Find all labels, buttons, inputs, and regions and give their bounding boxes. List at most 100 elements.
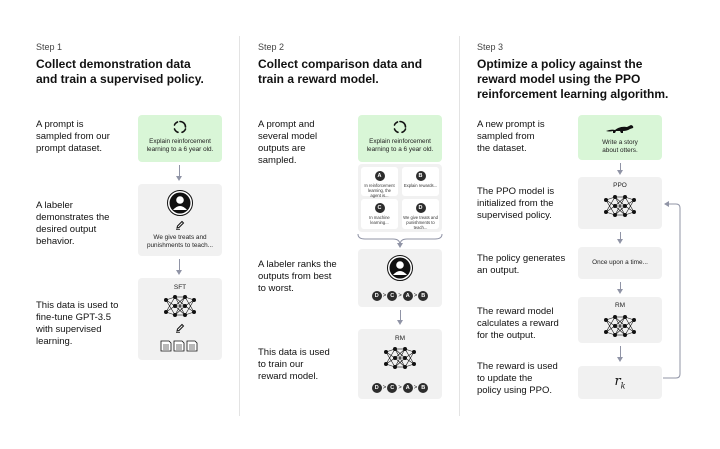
output-line: In reinforcement (364, 183, 395, 188)
step1-prompt-card: Explain reinforcement learning to a 6 ye… (138, 115, 222, 162)
rm-label: RM (614, 302, 626, 309)
step3-desc-output: The policy generates an output. (477, 253, 565, 277)
desc-line: with supervised (36, 324, 102, 335)
gt-sign: > (398, 292, 402, 299)
gt-sign: > (382, 384, 387, 391)
reward-value: rk (578, 374, 662, 391)
desc-line: outputs are (258, 143, 306, 154)
rank-chip: A (402, 290, 413, 301)
prompt-line: Explain reinforcement (369, 138, 431, 145)
output-line: learning... (370, 220, 389, 225)
arrow-line (620, 232, 621, 240)
step3-desc-ppo: The PPO model is initialized from the su… (477, 186, 554, 222)
rank-chip: D (371, 290, 382, 301)
document-icon (160, 340, 198, 352)
desc-line: The PPO model is (477, 186, 555, 197)
arrow-line (179, 259, 180, 271)
step3-desc-reward: The reward model calculates a reward for… (477, 306, 559, 342)
step3-output-card: Once upon a time... (578, 247, 662, 279)
desc-line: to update the (477, 373, 533, 384)
step2-desc-train: This data is used to train our reward mo… (258, 347, 330, 383)
arrow-head (617, 239, 623, 244)
step1-title-line: Collect demonstration data (36, 57, 191, 71)
neural-network-icon (604, 195, 636, 217)
pencil-icon (176, 323, 185, 333)
step2-outputs-card: A In reinforcement learning, the agent i… (358, 164, 442, 232)
output-line: agent is... (370, 193, 389, 198)
step2-desc-ranks: A labeler ranks the outputs from best to… (258, 259, 337, 295)
step2-rm-card: RM D>C>A>B (358, 329, 442, 399)
openai-logo-icon (173, 120, 187, 134)
desc-line: to worst. (258, 283, 294, 294)
output-line: We give treats and (403, 215, 438, 220)
policy-output-text: Once upon a time... (592, 259, 648, 266)
user-avatar-icon (167, 190, 193, 216)
rank-chip: B (418, 290, 429, 301)
prompt-line: about otters. (602, 147, 638, 154)
arrow-line (179, 165, 180, 177)
desc-line: the dataset. (477, 143, 527, 154)
step1-sft-card: SFT (138, 278, 222, 360)
step3-prompt-text: Write a story about otters. (578, 139, 662, 155)
desc-line: supervised policy. (477, 210, 552, 221)
column-divider-1 (239, 36, 240, 416)
desc-line: behavior. (36, 236, 75, 247)
step1-labeler-card: We give treats and punishments to teach.… (138, 184, 222, 256)
reward-subscript: k (620, 381, 626, 391)
step1-desc-labeler: A labeler demonstrates the desired outpu… (36, 200, 109, 248)
step1-labeler-text: We give treats and punishments to teach.… (138, 234, 222, 250)
gt-sign: > (413, 384, 418, 391)
step3-rm-card: RM (578, 297, 662, 343)
arrow-line (400, 310, 401, 321)
desc-line: A labeler ranks the (258, 259, 337, 270)
desc-line: A new prompt is (477, 119, 545, 130)
desc-line: demonstrates the (36, 212, 110, 223)
prompt-line: Write a story (602, 139, 638, 146)
arrow-head (176, 176, 182, 181)
otter-icon (606, 125, 634, 133)
desc-line: several model (258, 131, 318, 142)
step1-title: Collect demonstration data and train a s… (36, 57, 204, 87)
rank-chip: C (387, 382, 398, 393)
desc-line: sampled from our (36, 131, 110, 142)
arrow-head (617, 357, 623, 362)
rank-chip: A (374, 171, 385, 181)
user-avatar-icon (387, 255, 413, 281)
ppo-label: PPO (613, 182, 627, 189)
gt-sign: > (382, 292, 387, 299)
desc-line: The reward is used (477, 361, 558, 372)
step3-prompt-card: Write a story about otters. (578, 115, 662, 160)
desc-line: policy using PPO. (477, 385, 552, 396)
neural-network-icon (384, 347, 416, 369)
desc-line: calculates a reward (477, 318, 559, 329)
desc-line: The reward model (477, 306, 554, 317)
sft-label: SFT (173, 284, 187, 291)
rank-chip: C (387, 290, 398, 301)
arrow-line (620, 282, 621, 290)
desc-line: A prompt and (258, 119, 315, 130)
desc-line: sampled from (477, 131, 535, 142)
desc-line: fine-tune GPT-3.5 (36, 312, 111, 323)
arrow-head (397, 320, 403, 325)
step2-title: Collect comparison data and train a rewa… (258, 57, 422, 87)
desc-line: to train our (258, 359, 304, 370)
output-a: A In reinforcement learning, the agent i… (361, 167, 398, 198)
desc-line: for the output. (477, 330, 536, 341)
step2-title-line: train a reward model. (258, 72, 379, 86)
step3-reward-card: rk (578, 366, 662, 399)
rm-label: RM (394, 335, 406, 342)
output-text: In reinforcement learning, the agent is.… (361, 183, 398, 198)
rank-chip: D (371, 382, 382, 393)
desc-line: prompt dataset. (36, 143, 103, 154)
step1-prompt-text: Explain reinforcement learning to a 6 ye… (138, 138, 222, 154)
prompt-line: learning to a 6 year old. (146, 146, 214, 153)
rank-chip: B (415, 171, 426, 181)
step3-title: Optimize a policy against the reward mod… (477, 57, 668, 102)
desc-line: This data is used to (36, 300, 119, 311)
output-d: D We give treats and punishments to teac… (402, 199, 439, 230)
desc-line: an output. (477, 265, 520, 276)
prompt-line: Explain reinforcement (149, 138, 211, 145)
desc-line: A prompt is (36, 119, 84, 130)
arrow-head (617, 170, 623, 175)
step1-title-line: and train a supervised policy. (36, 72, 204, 86)
